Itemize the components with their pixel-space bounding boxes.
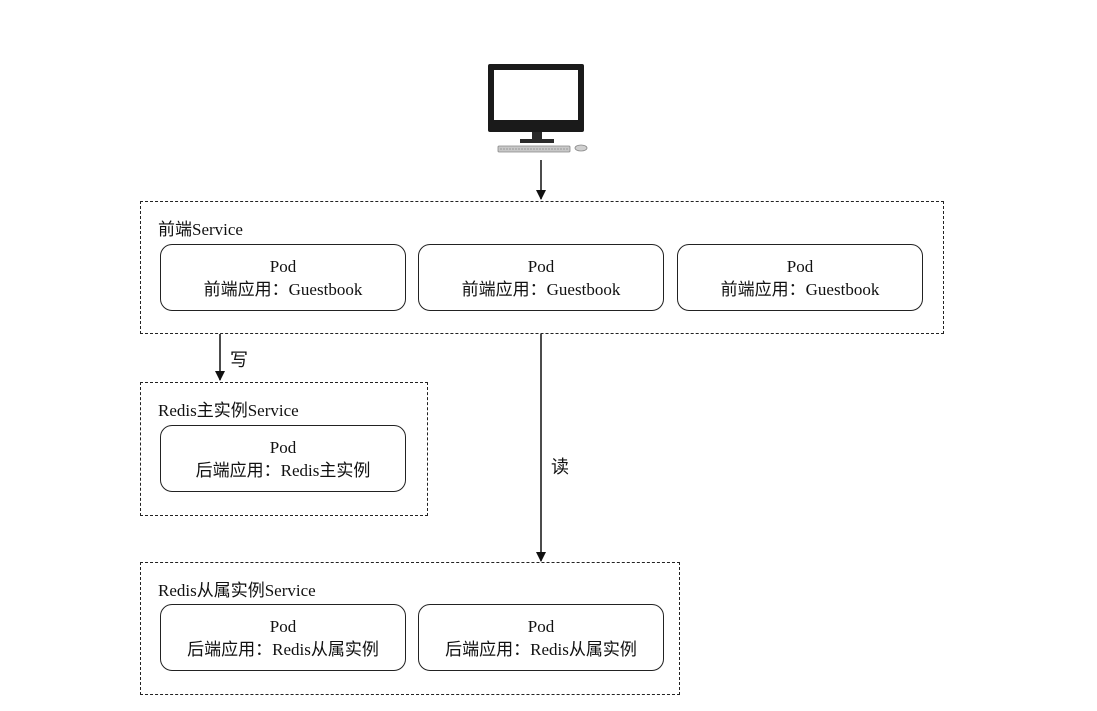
redis-slave-pod-2: Pod 后端应用：Redis从属实例	[418, 604, 664, 671]
pod-app: 后端应用：Redis从属实例	[187, 638, 379, 661]
frontend-pod-3: Pod 前端应用：Guestbook	[677, 244, 923, 311]
pod-name: Pod	[787, 255, 813, 278]
write-label: 写	[230, 346, 248, 372]
pod-name: Pod	[270, 255, 296, 278]
pod-app: 后端应用：Redis主实例	[196, 459, 371, 482]
redis-slave-pod-1: Pod 后端应用：Redis从属实例	[160, 604, 406, 671]
pod-name: Pod	[528, 255, 554, 278]
pod-name: Pod	[270, 615, 296, 638]
pod-app: 前端应用：Guestbook	[462, 278, 621, 301]
frontend-service-title: 前端Service	[158, 215, 243, 240]
redis-master-service-title: Redis主实例Service	[158, 396, 299, 421]
redis-master-pod: Pod 后端应用：Redis主实例	[160, 425, 406, 492]
pod-app: 前端应用：Guestbook	[721, 278, 880, 301]
pod-name: Pod	[528, 615, 554, 638]
redis-slave-service-title: Redis从属实例Service	[158, 576, 316, 601]
read-label: 读	[551, 453, 569, 479]
frontend-pod-1: Pod 前端应用：Guestbook	[160, 244, 406, 311]
frontend-pod-2: Pod 前端应用：Guestbook	[418, 244, 664, 311]
pod-app: 后端应用：Redis从属实例	[445, 638, 637, 661]
pod-app: 前端应用：Guestbook	[204, 278, 363, 301]
pod-name: Pod	[270, 436, 296, 459]
